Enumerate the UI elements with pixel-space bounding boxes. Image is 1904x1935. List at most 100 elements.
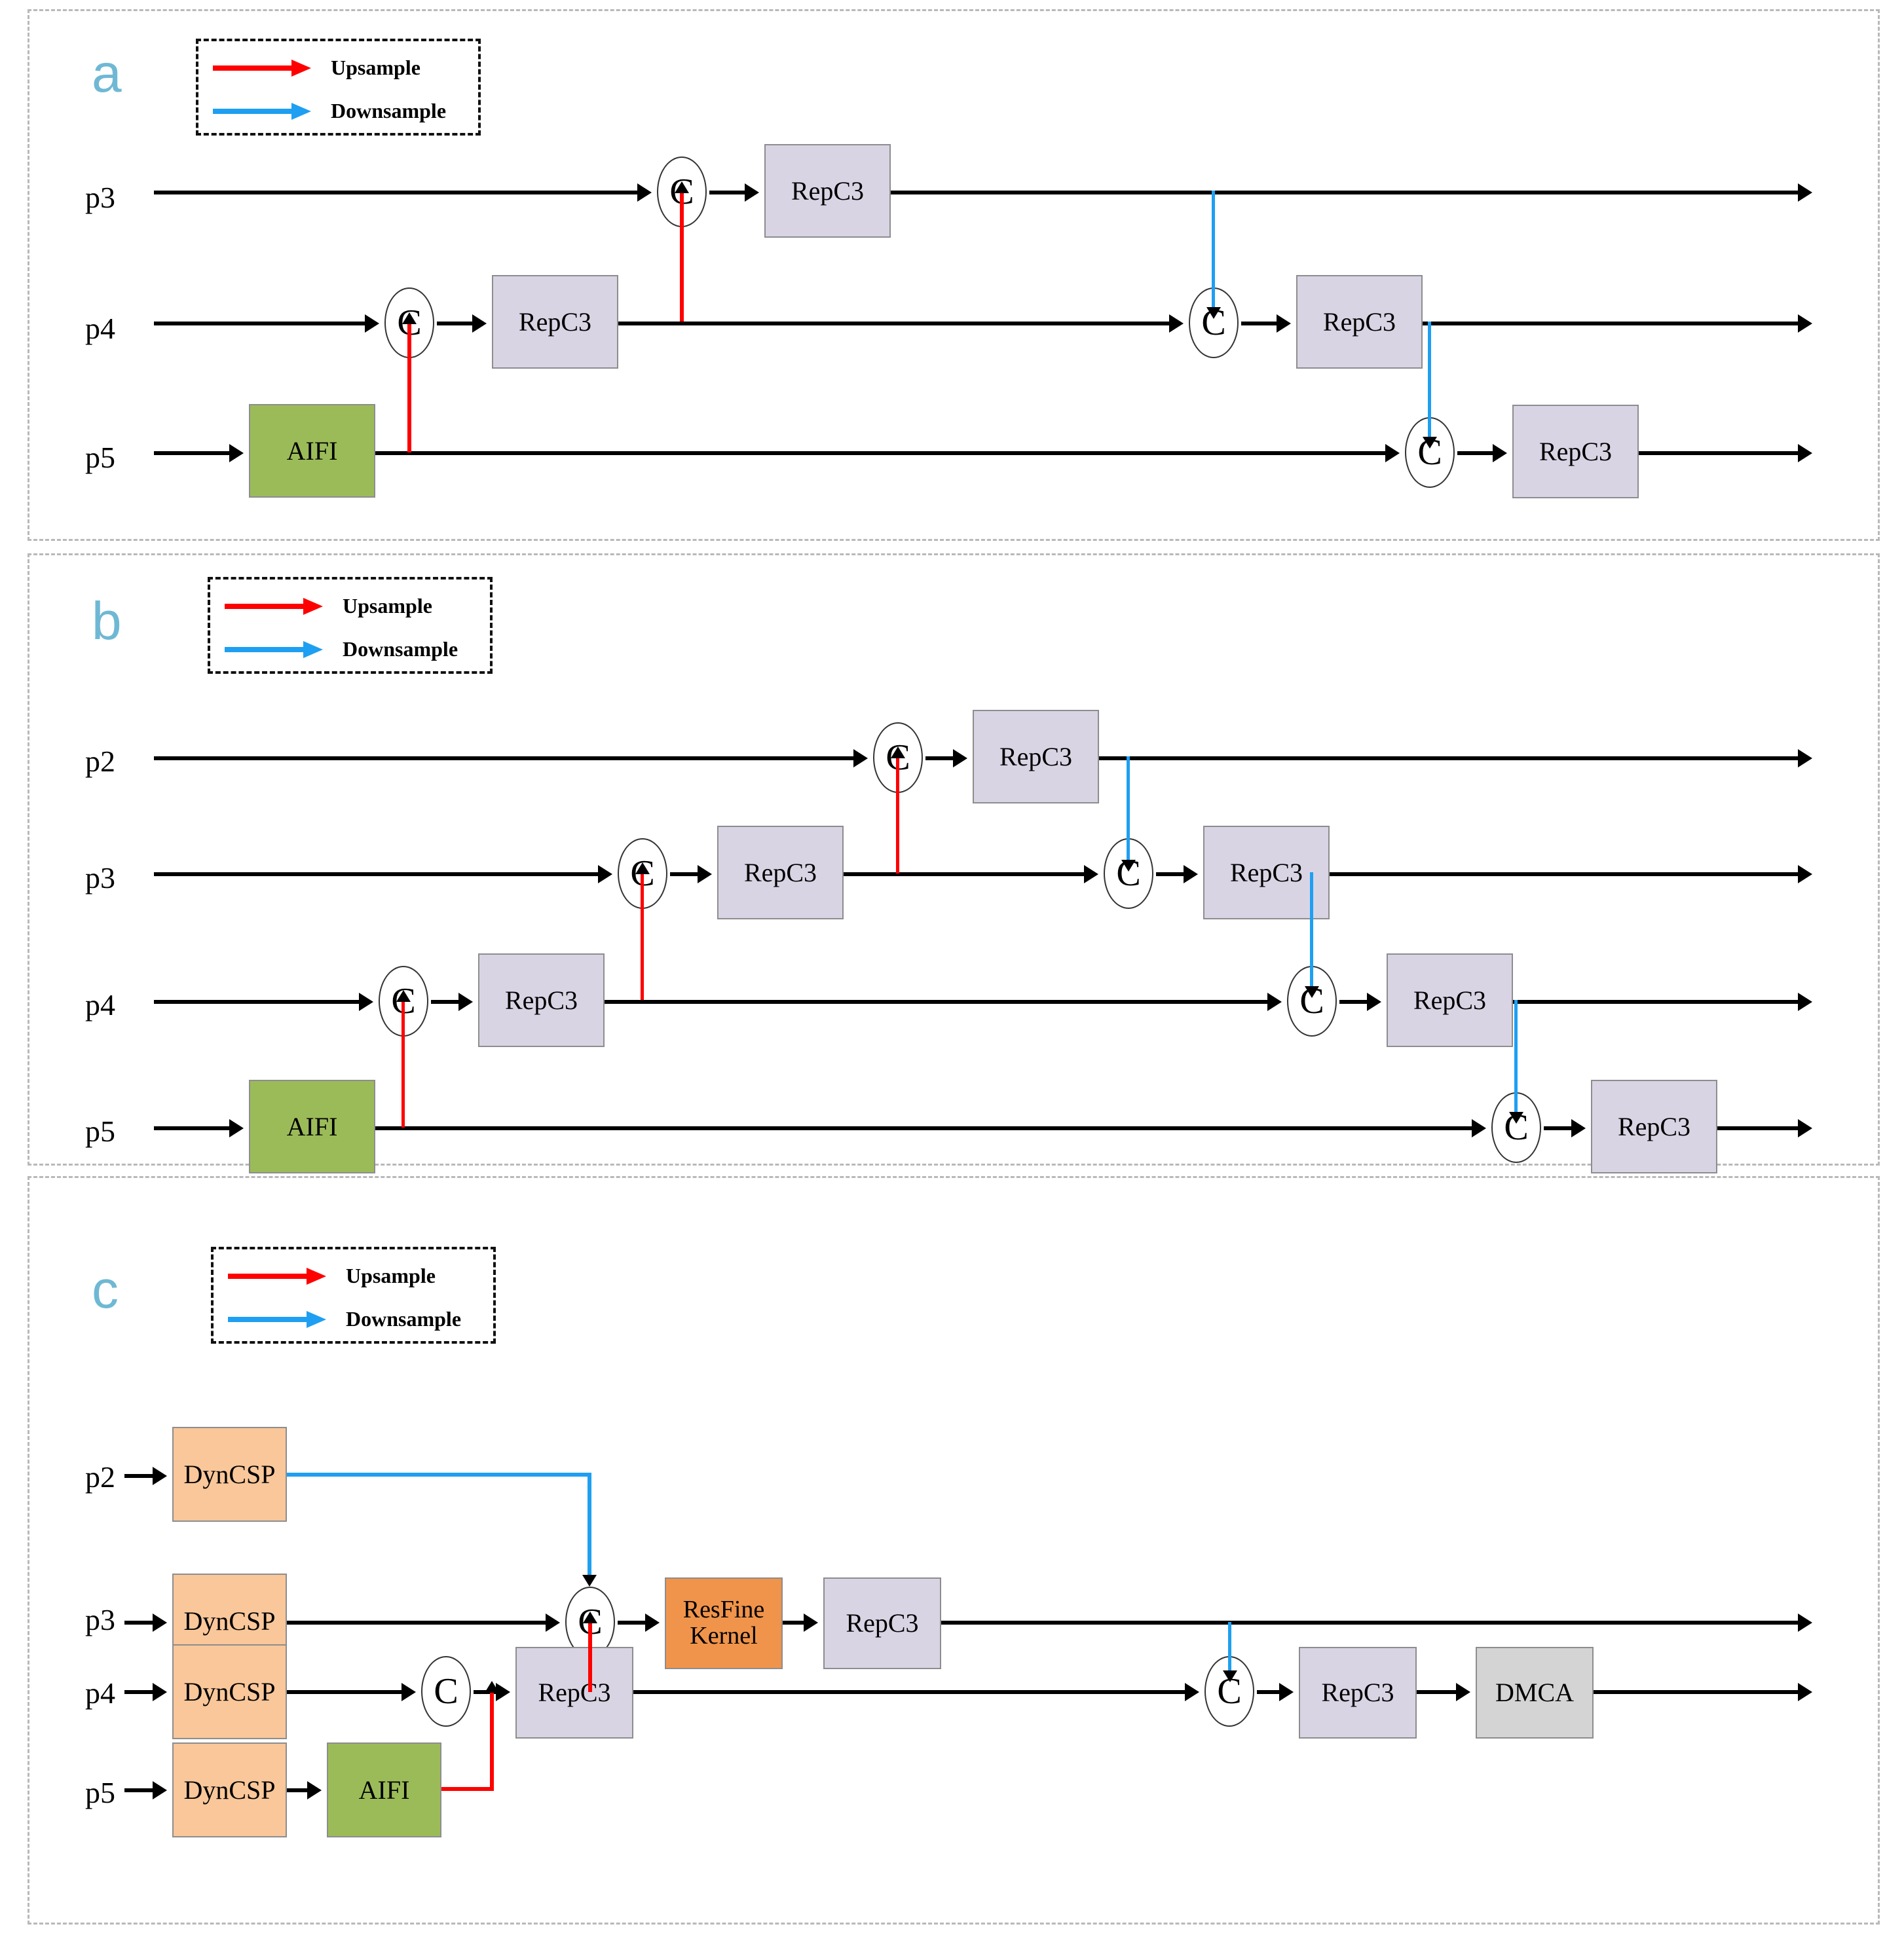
edge-p3-out-c xyxy=(941,1621,1809,1625)
upsample-edge-p3-to-p2-b xyxy=(896,758,899,874)
row-label-p3-a: p3 xyxy=(85,181,115,214)
edge-p4-out-b xyxy=(1513,1000,1808,1004)
downsample-arrowhead-p3-to-p4-b xyxy=(1305,986,1319,998)
legend-label-upsample-c: Upsample xyxy=(346,1264,436,1287)
downsample-arrowhead-p2-to-p3-c xyxy=(582,1575,597,1587)
edge-p3-in-b xyxy=(154,872,599,876)
upsample-edge-p4-to-p3-b xyxy=(641,874,644,1000)
edge-c1-arrow-c xyxy=(645,1613,660,1632)
edge-a1-arrow-a xyxy=(745,183,759,202)
edge-p5-mid-b xyxy=(375,1126,1477,1130)
edge-a2-to-repc3-a xyxy=(437,322,477,325)
block-repc3-b-p5: RepC3 xyxy=(1591,1080,1717,1173)
edge-p4-out-a xyxy=(1423,322,1808,325)
upsample-edge-p4-to-p3-c xyxy=(588,1623,592,1692)
downsample-edge-p2-to-p3-b xyxy=(1127,756,1130,862)
edge-p5-in-arrow-b xyxy=(229,1119,244,1137)
downsample-arrowhead-p3-to-p4-c xyxy=(1223,1670,1237,1682)
edge-b1-to-repc3-b xyxy=(925,756,958,760)
legend-row-downsample-a: Downsample xyxy=(213,99,446,123)
upsample-edge-p4-to-p3-a xyxy=(680,193,684,322)
edge-p3-in-arrow-c xyxy=(153,1613,167,1632)
block-repc3-b-p4-right: RepC3 xyxy=(1387,953,1513,1047)
edge-c2-arrow-c xyxy=(496,1683,510,1701)
edge-p4-in-arrow-a xyxy=(365,314,379,333)
legend-label-downsample-a: Downsample xyxy=(331,99,447,122)
edge-b5-to-repc3-b xyxy=(1339,1000,1372,1004)
edge-p4-in-c xyxy=(124,1690,156,1694)
block-repc3-c-p4-right: RepC3 xyxy=(1299,1647,1417,1739)
block-dyncsp-c-p2: DynCSP xyxy=(172,1427,287,1522)
edge-a3-to-repc3-a xyxy=(1241,322,1282,325)
row-label-p5-c: p5 xyxy=(85,1776,115,1809)
edge-c3-arrow-c xyxy=(1279,1683,1294,1701)
downsample-edge-p4-to-p5-b xyxy=(1514,1000,1518,1115)
block-repc3-b-p3-left: RepC3 xyxy=(717,826,844,919)
panel-b-letter: b xyxy=(92,591,122,651)
edge-p5-out-arrow-b xyxy=(1798,1119,1812,1137)
edge-b3-to-repc3-b xyxy=(1156,872,1189,876)
upsample-arrowhead-p5-to-p4-c xyxy=(485,1681,499,1693)
edge-p4-in-a xyxy=(154,322,367,325)
edge-p5-mid-a xyxy=(375,451,1391,455)
legend-label-downsample-b: Downsample xyxy=(343,637,458,661)
edge-p5-in-arrow-a xyxy=(229,444,244,462)
panel-b: b Upsample Downsample p2 p3 p4 p5 xyxy=(28,553,1880,1173)
upsample-arrowhead-p5-to-p4-a xyxy=(402,312,417,324)
edge-p3-mid-b xyxy=(844,872,1089,876)
row-label-p2-c: p2 xyxy=(85,1460,115,1494)
panel-a-legend: Upsample Downsample xyxy=(196,39,481,136)
edge-p4-in-b xyxy=(154,1000,360,1004)
concat-node-c3: C xyxy=(1204,1656,1254,1727)
block-aifi-b: AIFI xyxy=(249,1080,375,1173)
edge-p2-in-c xyxy=(124,1474,156,1478)
row-label-p4-a: p4 xyxy=(85,312,115,345)
edge-b4-to-repc3-b xyxy=(431,1000,464,1004)
edge-p3-out-a xyxy=(891,191,1808,194)
panel-c-letter: c xyxy=(92,1260,119,1319)
edge-p3-in-c xyxy=(124,1621,156,1625)
edge-dyncsp-to-aifi-c xyxy=(287,1788,312,1792)
row-label-p5-b: p5 xyxy=(85,1115,115,1148)
edge-p3-out-arrow-c xyxy=(1798,1613,1812,1632)
edge-b2-arrow-b xyxy=(698,865,712,883)
downsample-edge-p3-to-p4-b xyxy=(1310,872,1313,989)
edge-p4-concat-arrow-c xyxy=(401,1683,416,1701)
panel-c: c Upsample Downsample p2 p3 p4 p5 xyxy=(28,1176,1880,1925)
edge-dmca-arrow-c xyxy=(1456,1683,1470,1701)
block-repc3-b-p4-left: RepC3 xyxy=(478,953,605,1047)
edge-b2-to-repc3-b xyxy=(670,872,703,876)
row-label-p2-b: p2 xyxy=(85,745,115,778)
upsample-arrowhead-p4-to-p3-b xyxy=(635,862,650,874)
edge-p4-mid-arrow-a xyxy=(1169,314,1184,333)
edge-resfine-to-repc3-c xyxy=(783,1621,808,1625)
legend-label-downsample-c: Downsample xyxy=(346,1307,462,1331)
edge-a4-arrow-a xyxy=(1493,444,1507,462)
edge-resfine-arrow-c xyxy=(804,1613,818,1632)
block-resfine-kernel-c: ResFine Kernel xyxy=(665,1577,783,1669)
edge-p5-in-c xyxy=(124,1788,156,1792)
upsample-edge-aifi-h-c xyxy=(441,1787,494,1791)
block-dmca-c: DMCA xyxy=(1476,1647,1594,1739)
edge-p4-out-arrow-c xyxy=(1798,1683,1812,1701)
edge-p5-in-arrow-c xyxy=(153,1781,167,1799)
edge-p5-mid-arrow-a xyxy=(1385,444,1400,462)
edge-a3-arrow-a xyxy=(1277,314,1291,333)
block-repc3-b-p2: RepC3 xyxy=(973,710,1099,803)
edge-b6-arrow-b xyxy=(1571,1119,1586,1137)
block-repc3-c-p4-left: RepC3 xyxy=(515,1647,633,1739)
block-repc3-b-p3-right: RepC3 xyxy=(1203,826,1330,919)
edge-p4-out-arrow-a xyxy=(1798,314,1812,333)
edge-p2-out-arrow-b xyxy=(1798,749,1812,767)
edge-p3-out-b xyxy=(1330,872,1808,876)
edge-p2-in-arrow-b xyxy=(853,749,868,767)
edge-b4-arrow-b xyxy=(458,993,473,1011)
edge-p4-mid-c xyxy=(633,1690,1190,1694)
resfine-line2: Kernel xyxy=(690,1622,758,1649)
row-label-p3-c: p3 xyxy=(85,1603,115,1636)
edge-c3-to-repc3-c xyxy=(1257,1690,1283,1694)
edge-p4-mid-b xyxy=(605,1000,1273,1004)
edge-p2-in-b xyxy=(154,756,855,760)
legend-label-upsample-b: Upsample xyxy=(343,594,432,617)
